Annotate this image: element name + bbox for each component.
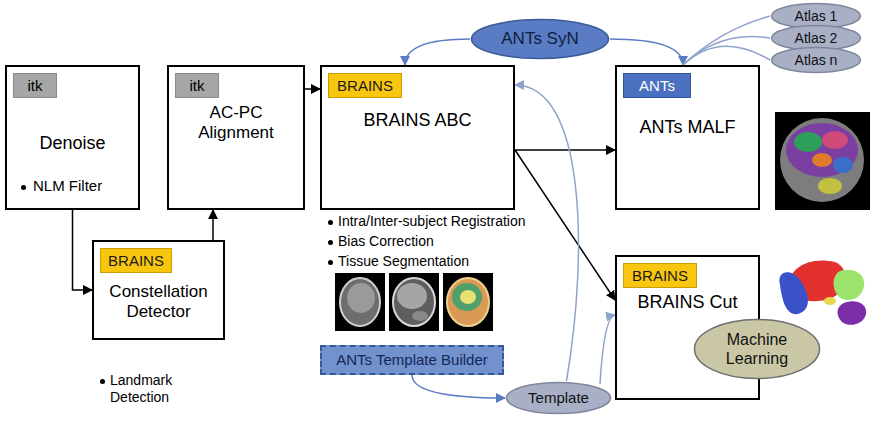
- node-text: BRAINS Cut: [623, 292, 752, 314]
- node-text: ANTs SyN: [474, 29, 606, 49]
- tool-tag: BRAINS: [328, 73, 402, 98]
- segmented-structures: [779, 260, 866, 324]
- tool-tag: ANTs: [623, 73, 691, 98]
- note-label: Intra/Inter-subject Registration: [338, 213, 553, 230]
- note-label: Tissue Segmentation: [338, 253, 553, 270]
- node-text: Atlas 2: [774, 30, 858, 47]
- ellipse-outline: [693, 318, 821, 380]
- bullet-dot: [328, 260, 333, 265]
- ellipse-shape: [507, 383, 611, 414]
- connector: [73, 210, 93, 290]
- node-text: BRAINS: [333, 77, 397, 95]
- node-text: ANTs: [628, 77, 686, 95]
- node-text: itk: [18, 77, 52, 95]
- node-text: Machine Learning: [697, 330, 817, 368]
- node-text: Constellation Detector: [100, 282, 217, 323]
- connector: [683, 16, 770, 65]
- ellipse-shape: [472, 20, 609, 59]
- node-text: Denoise: [13, 133, 132, 155]
- bullet-dot: [328, 220, 333, 225]
- malf-brain-image: [775, 112, 870, 210]
- process-box: Constellation Detector BRAINS: [92, 240, 225, 340]
- connector: [683, 37, 770, 65]
- tool-tag: BRAINS: [100, 248, 172, 273]
- node-text: AC-PC Alignment: [175, 103, 297, 144]
- connector: [515, 149, 615, 151]
- abc-images: [335, 273, 493, 331]
- ellipse-node: Machine Learning: [693, 318, 821, 380]
- note-label: Landmark Detection: [110, 372, 192, 406]
- dashed-box: ANTs Template Builder: [320, 345, 504, 375]
- tool-tag: itk: [13, 73, 57, 98]
- ellipse-shape: [772, 48, 861, 73]
- ellipse-node: Template: [505, 381, 612, 415]
- connector: [683, 46, 770, 65]
- bullet-dot: [21, 185, 26, 190]
- node-text: BRAINS: [628, 267, 692, 285]
- tool-tag: itk: [175, 73, 219, 98]
- node-text: Template: [509, 389, 608, 407]
- process-box: AC-PC Alignment itk: [167, 65, 305, 210]
- connector: [610, 39, 683, 65]
- ellipse-node: ANTs SyN: [470, 18, 610, 60]
- tool-tag: BRAINS: [623, 263, 697, 288]
- process-box: ANTs MALF ANTs: [615, 65, 760, 210]
- node-text: NLM Filter: [33, 177, 132, 195]
- note-label: Bias Correction: [338, 233, 553, 250]
- node-text: ANTs Template Builder: [326, 351, 498, 369]
- process-box: BRAINS ABC BRAINS: [320, 65, 515, 210]
- process-box: DenoiseNLM Filter itk: [5, 65, 140, 210]
- node-text: ANTs MALF: [623, 117, 752, 139]
- connector: [600, 315, 615, 384]
- node-text: Atlas n: [774, 52, 858, 69]
- connector: [412, 375, 505, 398]
- connector: [305, 88, 320, 90]
- connector: [405, 39, 470, 65]
- bullet-dot: [100, 379, 105, 384]
- node-text: BRAINS ABC: [328, 110, 507, 132]
- node-text: itk: [180, 77, 214, 95]
- node-text: BRAINS: [105, 252, 167, 270]
- ellipse-shape: [695, 320, 820, 379]
- node-text: Atlas 1: [774, 8, 858, 25]
- bullet-dot: [328, 240, 333, 245]
- connector: [212, 210, 214, 240]
- ellipse-node: Atlas n: [770, 46, 862, 74]
